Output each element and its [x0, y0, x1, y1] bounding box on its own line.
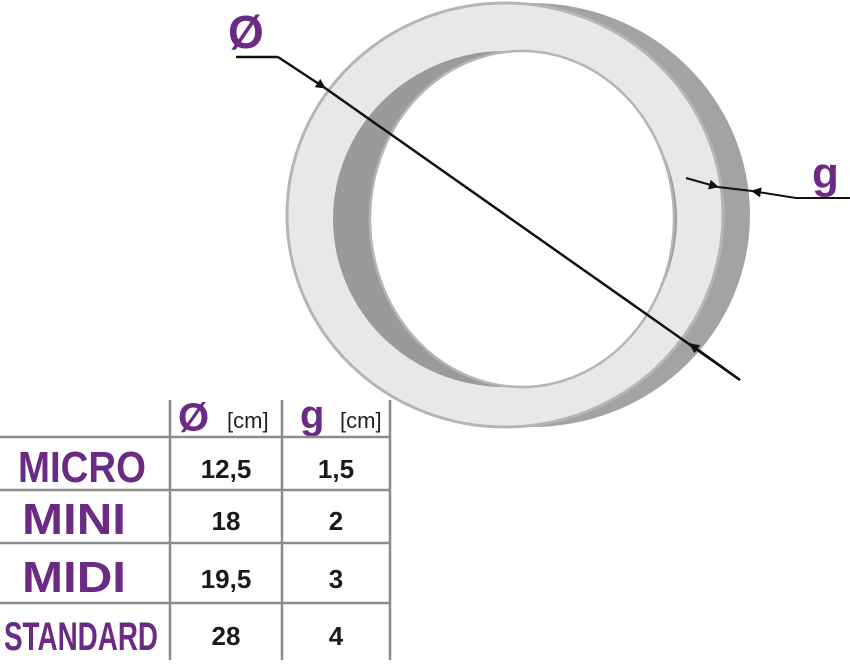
- header-thickness-symbol: g: [300, 393, 324, 437]
- diameter-dimension: Ø: [228, 6, 741, 382]
- row-standard-thickness: 4: [329, 621, 344, 651]
- row-standard-diameter: 28: [212, 621, 241, 651]
- table-row: MIDI 19,5 3: [22, 553, 343, 602]
- table-grid: [0, 400, 392, 660]
- ring-illustration: [285, 1, 750, 429]
- thickness-arrow-left: [685, 177, 719, 190]
- row-name-micro: MICRO: [18, 443, 146, 492]
- row-micro-diameter: 12,5: [201, 454, 252, 484]
- table-row: MICRO 12,5 1,5: [18, 443, 354, 492]
- size-table: Ø [cm] g [cm] MICRO 12,5 1,5 MINI 18 2: [0, 393, 392, 660]
- table-header: Ø [cm] g [cm]: [178, 393, 382, 440]
- diameter-arrow-bottom: [689, 342, 741, 382]
- row-name-standard: STANDARD: [4, 615, 158, 659]
- header-diameter-symbol: Ø: [178, 396, 209, 440]
- ring-hole: [368, 49, 676, 389]
- thickness-gap: [717, 186, 753, 192]
- row-mini-diameter: 18: [212, 506, 241, 536]
- diameter-symbol-label: Ø: [228, 6, 264, 58]
- row-mini-thickness: 2: [329, 506, 343, 536]
- header-diameter-unit: [cm]: [227, 408, 269, 433]
- header-thickness-unit: [cm]: [340, 408, 382, 433]
- table-row: STANDARD 28 4: [4, 615, 344, 659]
- thickness-symbol-label: g: [812, 149, 839, 198]
- row-name-mini: MINI: [22, 495, 126, 544]
- row-midi-diameter: 19,5: [201, 564, 252, 594]
- diameter-arrow-top: [277, 55, 326, 90]
- diameter-line: [324, 86, 741, 382]
- row-name-midi: MIDI: [22, 553, 126, 602]
- thickness-dimension: g: [685, 149, 850, 199]
- thickness-arrow-right: [751, 187, 797, 199]
- table-row: MINI 18 2: [22, 495, 343, 544]
- row-micro-thickness: 1,5: [318, 454, 354, 484]
- row-midi-thickness: 3: [329, 564, 343, 594]
